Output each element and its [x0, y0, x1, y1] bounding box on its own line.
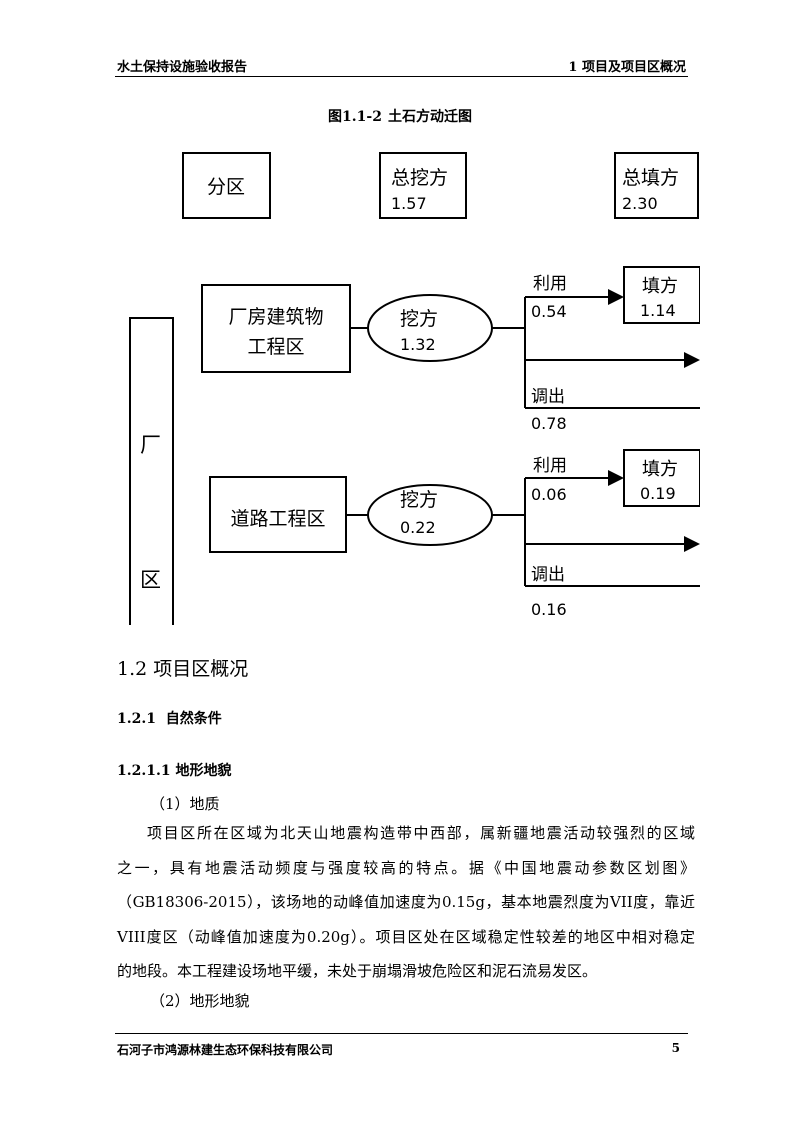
figure-title: 土石方动迁图 [387, 109, 472, 125]
out-value-building: 0.78 [531, 414, 567, 433]
subsection-heading: 1.2.1 自然条件 [117, 708, 222, 728]
excavation-value-building: 1.32 [400, 335, 436, 354]
section-heading: 1.2 项目区概况 [117, 658, 249, 680]
flow-row-road: 道路工程区 挖方 0.22 利用 0.06 填方 0.19 调出 0.16 [209, 449, 700, 619]
zone-label-building-line2: 工程区 [247, 336, 304, 358]
footer-company: 石河子市鸿源林建生态环保科技有限公司 [117, 1043, 334, 1057]
fill-value-building: 1.14 [640, 301, 676, 320]
item-landform: （2）地形地貌 [150, 992, 250, 1010]
total-fill-label: 总填方 [622, 167, 679, 189]
use-value-building: 0.54 [531, 302, 567, 321]
factory-area-side-box: 厂 区 [129, 317, 174, 625]
total-fill-value: 2.30 [622, 194, 658, 213]
fill-box-building [623, 266, 700, 324]
excavation-label-road: 挖方 [400, 489, 438, 511]
out-value-road: 0.16 [531, 600, 567, 619]
total-excavation-box: 总挖方 1.57 [379, 152, 467, 219]
subsubsection-heading: 1.2.1.1 地形地貌 [117, 763, 232, 779]
total-excavation-value: 1.57 [391, 194, 427, 213]
subsection-number: 1.2.1 [117, 711, 156, 727]
geology-paragraph: 项目区所在区域为北天山地震构造带中西部，属新疆地震活动较强烈的区域 之一，具有地… [117, 816, 695, 989]
header-chapter-title: 1 项目及项目区概况 [568, 60, 686, 75]
paragraph-line: 项目区所在区域为北天山地震构造带中西部，属新疆地震活动较强烈的区域 [147, 824, 695, 842]
paragraph-line: VIII度区（动峰值加速度为0.20g）。项目区处在区域稳定性较差的地区中相对稳… [117, 927, 695, 946]
fill-box-road [623, 449, 700, 507]
out-label-road: 调出 [531, 565, 565, 585]
zone-box-building [201, 284, 351, 373]
header-report-title: 水土保持设施验收报告 [117, 60, 248, 75]
zone-header-box: 分区 [182, 152, 271, 219]
paragraph-line: 的地段。本工程建设场地平缓，未处于崩塌滑坡危险区和泥石流易发区。 [117, 962, 598, 980]
out-label-building: 调出 [531, 387, 565, 407]
fill-label-road: 填方 [642, 459, 678, 480]
figure-caption: 图1.1-2 土石方动迁图 [0, 106, 800, 126]
item-geology: （1）地质 [150, 795, 220, 813]
zone-header-label: 分区 [207, 176, 245, 198]
flow-row-building: 厂房建筑物 工程区 挖方 1.32 利用 0.54 填方 1.14 调出 0.7… [201, 266, 700, 433]
use-label-building: 利用 [533, 274, 567, 294]
excavation-label-building: 挖方 [400, 308, 438, 330]
total-fill-box: 总填方 2.30 [614, 152, 699, 219]
paragraph-line: 之一，具有地震活动频度与强度较高的特点。据《中国地震动参数区划图》 [117, 858, 695, 877]
fill-value-road: 0.19 [640, 484, 676, 503]
earthwork-flow-diagram: 分区 总挖方 1.57 总填方 2.30 厂 区 厂房建筑物 工程区 挖方 1.… [110, 140, 700, 625]
fill-label-building: 填方 [642, 276, 678, 297]
excavation-value-road: 0.22 [400, 518, 436, 537]
side-label-bottom: 区 [140, 568, 161, 592]
page-number: 5 [671, 1041, 680, 1055]
side-label-top: 厂 [140, 433, 161, 457]
figure-number: 图1.1-2 [328, 109, 382, 125]
paragraph-line: （GB18306-2015），该场地的动峰值加速度为0.15g，基本地震烈度为V… [117, 893, 695, 911]
zone-label-road: 道路工程区 [230, 508, 325, 530]
use-value-road: 0.06 [531, 485, 567, 504]
use-label-road: 利用 [533, 456, 567, 476]
page-footer: 石河子市鸿源林建生态环保科技有限公司 5 [115, 1033, 688, 1060]
total-excavation-label: 总挖方 [391, 167, 448, 189]
subsection-title: 自然条件 [165, 711, 222, 727]
page-header: 水土保持设施验收报告 1 项目及项目区概况 [115, 52, 688, 77]
zone-label-building-line1: 厂房建筑物 [228, 306, 323, 328]
